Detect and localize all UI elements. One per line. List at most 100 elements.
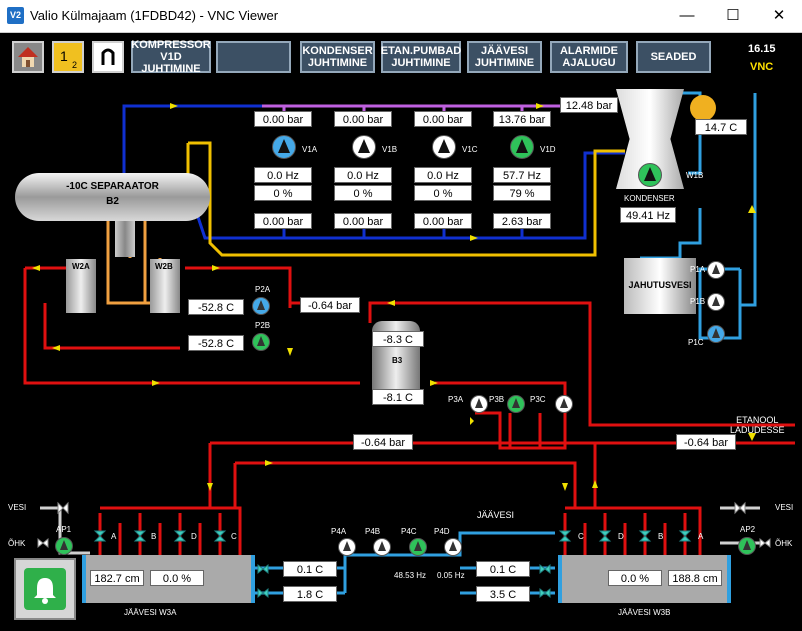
vnc-logo-icon: V2 <box>7 7 24 24</box>
pump-ap2[interactable] <box>738 537 756 555</box>
w3a-level: 182.7 cm <box>90 570 144 586</box>
pump-p1b[interactable] <box>707 293 725 311</box>
clock: 16.15 <box>748 43 776 55</box>
separator-leg <box>115 221 135 257</box>
compressor-v1c-icon[interactable] <box>432 135 456 159</box>
p4c-hz: 48.53 Hz <box>394 571 427 580</box>
home-button[interactable] <box>12 41 44 73</box>
window-titlebar: V2 Valio Külmajaam (1FDBD42) - VNC Viewe… <box>0 0 802 33</box>
u-turn-icon <box>101 48 115 65</box>
p2-pressure: -0.64 bar <box>300 297 360 313</box>
w3a-air-label: ÕHK <box>8 539 26 548</box>
v1b-pct: 0 % <box>334 185 392 201</box>
close-button[interactable]: ✕ <box>772 7 786 24</box>
p4a-label: P4A <box>331 527 347 536</box>
alarm-button[interactable] <box>14 558 76 620</box>
v1a-suction: 0.00 bar <box>254 111 312 127</box>
nav-ethanol-pumps[interactable]: ETAN.PUMBAD JUHTIMINE <box>381 41 461 73</box>
pump-ap1[interactable] <box>55 537 73 555</box>
v1a-pct: 0 % <box>254 185 312 201</box>
p4c-label: P4C <box>401 527 417 536</box>
w3b-valve-c: C <box>578 532 584 541</box>
w3a-water-label: VESI <box>8 503 27 512</box>
v1b-discharge: 0.00 bar <box>334 213 392 229</box>
b3-label: B3 <box>392 356 403 365</box>
condenser-fan-hz: 49.41 Hz <box>620 207 676 223</box>
pump-p2a[interactable] <box>252 297 270 315</box>
nav-condenser[interactable]: KONDENSER JUHTIMINE <box>300 41 375 73</box>
w3a-pct: 0.0 % <box>150 570 204 586</box>
pump-p3b[interactable] <box>507 395 525 413</box>
w3b-label: JÄÄVESI W3B <box>618 608 671 617</box>
pump-p1c[interactable] <box>707 325 725 343</box>
v1d-pct: 79 % <box>493 185 551 201</box>
pump-p4b[interactable] <box>373 538 391 556</box>
v1d-discharge: 2.63 bar <box>493 213 551 229</box>
ambient-temp: 14.7 C <box>695 119 747 135</box>
nav-empty[interactable] <box>216 41 291 73</box>
condenser-label: KONDENSER <box>624 194 675 203</box>
p1a-label: P1A <box>690 265 706 274</box>
pump-p3a[interactable] <box>470 395 488 413</box>
nav-compressor-v1d[interactable]: KOMPRESSOR V1D JUHTIMINE <box>131 39 211 75</box>
icewater-temp-1: 0.1 C <box>283 561 337 577</box>
compressor-v1d-icon[interactable] <box>510 135 534 159</box>
v1a-discharge: 0.00 bar <box>254 213 312 229</box>
pump-p3c[interactable] <box>555 395 573 413</box>
p3c-label: P3C <box>530 395 546 404</box>
pump-p1a[interactable] <box>707 261 725 279</box>
separator-id: B2 <box>106 196 119 207</box>
pump-p4c[interactable] <box>409 538 427 556</box>
compressor-v1b-icon[interactable] <box>352 135 376 159</box>
nav-settings[interactable]: SEADED <box>636 41 711 73</box>
ethanol-pressure-left: -0.64 bar <box>353 434 413 450</box>
w3b-water-label: VESI <box>775 503 794 512</box>
cooling-water-tank: JAHUTUSVESI <box>624 258 696 314</box>
w3b-pct: 0.0 % <box>608 570 662 586</box>
pump-p4d[interactable] <box>444 538 462 556</box>
p1c-label: P1C <box>688 338 704 347</box>
nav-icewater[interactable]: JÄÄVESI JUHTIMINE <box>467 41 542 73</box>
separator-tank: -10C SEPARAATOR B2 <box>15 173 210 221</box>
p2b-temp: -52.8 C <box>188 335 244 351</box>
v1d-suction: 13.76 bar <box>493 111 551 127</box>
p1b-label: P1B <box>690 297 706 306</box>
v1c-label: V1C <box>462 145 478 154</box>
heat-exchanger-w2b <box>150 259 180 313</box>
condenser-fan-w1b[interactable] <box>638 163 662 187</box>
icewater-label: JÄÄVESI <box>477 510 515 520</box>
nav-alarm-history[interactable]: ALARMIDE AJALUGU <box>550 41 628 73</box>
w2b-label: W2B <box>155 262 173 271</box>
window-title: Valio Külmajaam (1FDBD42) - VNC Viewer <box>30 8 279 23</box>
compressor-v1a-icon[interactable] <box>272 135 296 159</box>
p2a-label: P2A <box>255 285 271 294</box>
minimize-button[interactable]: — <box>679 7 695 24</box>
condenser-pressure: 12.48 bar <box>560 97 618 113</box>
pump-p2b[interactable] <box>252 333 270 351</box>
v1a-hz: 0.0 Hz <box>254 167 312 183</box>
back-button[interactable] <box>92 41 124 73</box>
v1a-label: V1A <box>302 145 318 154</box>
mode-indicator: VNC <box>750 61 774 73</box>
b3-temp-bottom: -8.1 C <box>372 389 424 405</box>
v1c-hz: 0.0 Hz <box>414 167 472 183</box>
v1b-hz: 0.0 Hz <box>334 167 392 183</box>
alarm-bell-icon <box>24 568 66 610</box>
w3a-valve-b: B <box>151 532 157 541</box>
icewater-temp-2: 1.8 C <box>283 586 337 602</box>
svg-text:2: 2 <box>72 60 77 70</box>
w3b-level: 188.8 cm <box>668 570 722 586</box>
v1b-suction: 0.00 bar <box>334 111 392 127</box>
maximize-button[interactable]: ☐ <box>726 7 740 24</box>
w3b-air-label: ÕHK <box>775 539 793 548</box>
v1d-label: V1D <box>540 145 556 154</box>
ap2-label: AP2 <box>740 525 756 534</box>
v1d-hz: 57.7 Hz <box>493 167 551 183</box>
pump-p4a[interactable] <box>338 538 356 556</box>
separator-title: -10C SEPARAATOR <box>66 181 159 192</box>
w3b-valve-a: A <box>698 532 704 541</box>
w3a-valve-a: A <box>111 532 117 541</box>
b3-temp-top: -8.3 C <box>372 331 424 347</box>
p4b-label: P4B <box>365 527 381 536</box>
